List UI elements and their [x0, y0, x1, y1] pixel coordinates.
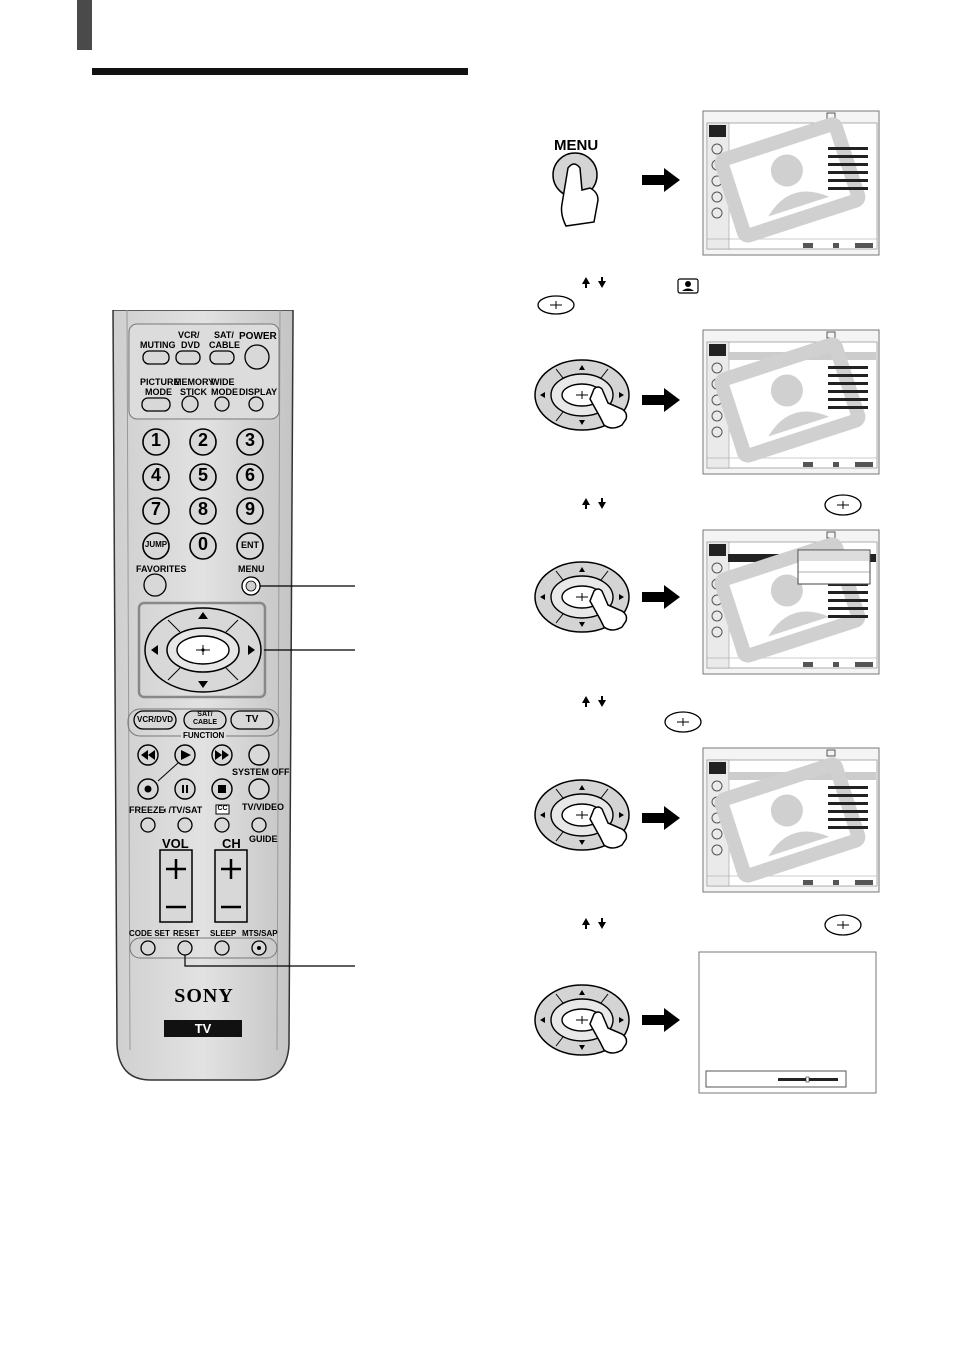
picture-mode-label-1: PICTURE — [140, 377, 180, 387]
freeze-label: FREEZE — [129, 805, 165, 815]
section-tab — [77, 0, 92, 50]
digit-0[interactable]: 0 — [197, 534, 208, 554]
muting-label: MUTING — [140, 340, 176, 350]
digit-5[interactable]: 5 — [197, 465, 208, 485]
func-tv-button[interactable]: TV — [245, 714, 259, 725]
vcr-dvd-label-1: VCR/ — [178, 330, 200, 340]
sleep-label: SLEEP — [210, 929, 237, 938]
display-label: DISPLAY — [239, 387, 278, 397]
menu-button-label: MENU — [554, 137, 599, 154]
system-off-label: SYSTEM OFF — [232, 767, 290, 777]
digit-7[interactable]: 7 — [150, 499, 161, 519]
input-cycle-icon: ◐ — [163, 805, 169, 815]
sat-cable-label-2: CABLE — [209, 340, 240, 350]
memory-stick-label-1: MEMORY — [174, 377, 215, 387]
vol-label: VOL — [162, 836, 189, 851]
mts-sap-label: MTS/SAP — [242, 929, 278, 938]
sat-cable-label-1: SAT/ — [214, 330, 234, 340]
step1-menu-button[interactable] — [553, 153, 597, 197]
brand-logo: SONY — [174, 985, 234, 1007]
wide-mode-label-2: MODE — [211, 387, 238, 397]
digit-8[interactable]: 8 — [197, 499, 208, 519]
favorites-label: FAVORITES — [136, 564, 187, 574]
tv-sat-label: ◐/TV/SAT — [163, 805, 202, 815]
func-sat-cable-label-2[interactable]: CABLE — [192, 719, 218, 726]
vcr-dvd-label-2: DVD — [181, 340, 201, 350]
guide-label: GUIDE — [249, 834, 278, 844]
code-set-label: CODE SET — [129, 929, 170, 938]
reset-label: RESET — [173, 929, 200, 938]
digit-6[interactable]: 6 — [244, 465, 255, 485]
digit-1[interactable]: 1 — [150, 430, 161, 450]
func-vcr-dvd-button[interactable]: VCR/DVD — [136, 715, 173, 724]
memory-stick-label-2: STICK — [180, 387, 207, 397]
wide-mode-label-1: WIDE — [211, 377, 235, 387]
jump-button[interactable]: JUMP — [144, 540, 168, 549]
digit-9[interactable]: 9 — [244, 499, 255, 519]
ch-label: CH — [222, 836, 241, 851]
tv-sat-text: /TV/SAT — [168, 805, 203, 815]
tv-badge: TV — [194, 1021, 212, 1036]
power-label: POWER — [239, 331, 277, 342]
title-rule — [92, 68, 468, 75]
digit-4[interactable]: 4 — [150, 465, 161, 485]
func-sat-cable-label-1: SAT/ — [197, 711, 213, 718]
digit-2[interactable]: 2 — [197, 430, 208, 450]
function-label: FUNCTION — [181, 731, 227, 740]
menu-label: MENU — [238, 564, 265, 574]
picture-mode-label-2: MODE — [145, 387, 172, 397]
tv-video-label: TV/VIDEO — [242, 802, 285, 812]
ent-button[interactable]: ENT — [241, 540, 259, 550]
digit-3[interactable]: 3 — [244, 430, 255, 450]
cc-label: CC — [217, 805, 228, 812]
